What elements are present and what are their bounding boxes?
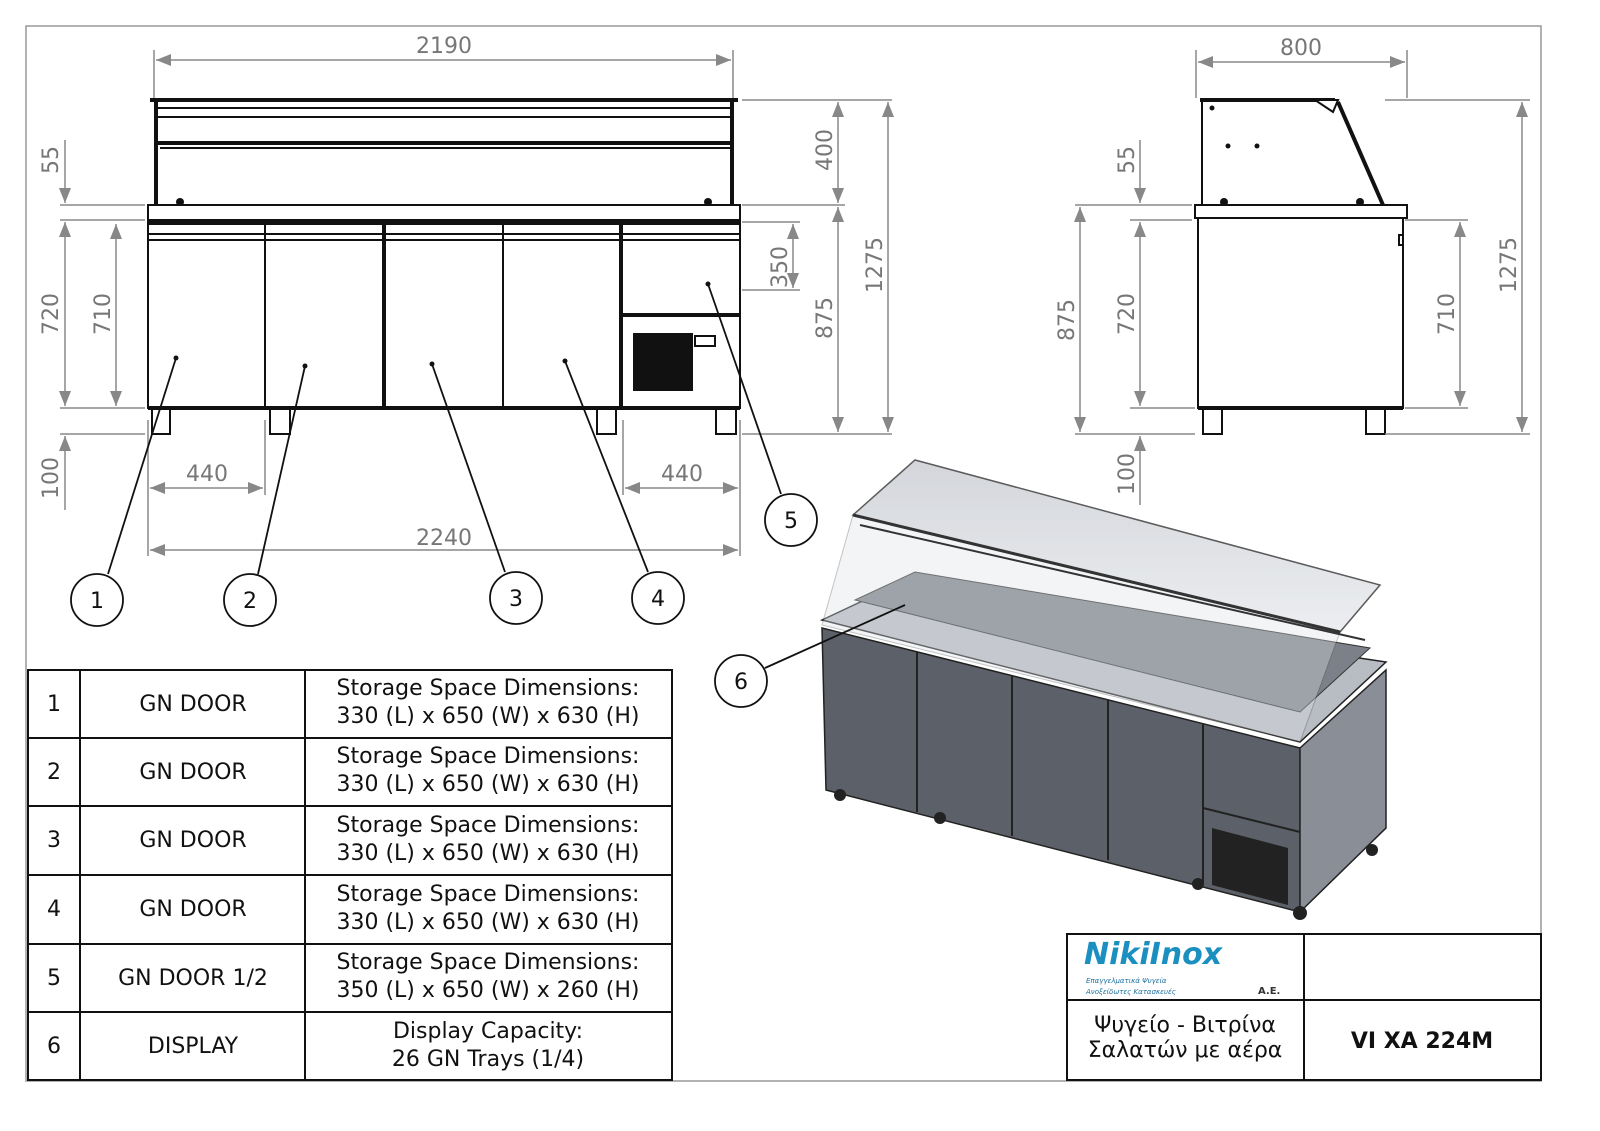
parts_table-5-no: 6 bbox=[47, 1034, 61, 1059]
parts_table-1-name: GN DOOR bbox=[139, 760, 246, 785]
parts_table-0-name: GN DOOR bbox=[139, 692, 246, 717]
callout-6: 6 bbox=[714, 654, 768, 708]
side-dimensions: 800 875 55 720 100 710 1275 bbox=[1055, 36, 1530, 505]
sheet-border bbox=[25, 25, 1542, 1082]
parts_table-2-name: GN DOOR bbox=[139, 828, 246, 853]
parts_table-4-desc_1: Storage Space Dimensions: bbox=[337, 950, 640, 975]
front-view bbox=[147, 98, 741, 435]
parts_table-0-no: 1 bbox=[47, 692, 61, 717]
callout-4: 4 bbox=[631, 571, 685, 625]
callouts-3: 4 bbox=[651, 587, 665, 612]
table-row: 3 GN DOOR Storage Space Dimensions: 330 (L)… bbox=[47, 813, 640, 866]
dim-counter-height: 875 bbox=[813, 297, 838, 339]
side-dim-leg: 100 bbox=[1115, 453, 1140, 495]
parts_table-3-desc_2: 330 (L) x 650 (W) x 630 (H) bbox=[336, 910, 639, 935]
parts_table-1-no: 2 bbox=[47, 760, 61, 785]
callouts-4: 5 bbox=[784, 509, 798, 534]
dim-width-top: 2190 bbox=[416, 34, 472, 59]
table-row: 5 GN DOOR 1/2 Storage Space Dimensions: 350… bbox=[47, 950, 640, 1003]
side-dim-inner: 710 bbox=[1435, 293, 1460, 335]
parts_table-3-name: GN DOOR bbox=[139, 897, 246, 922]
dim-half-door: 350 bbox=[768, 246, 793, 288]
front-dimensions: 2190 2240 440 440 55 720 710 100 400 350… bbox=[39, 34, 894, 556]
callout-2: 2 bbox=[223, 573, 277, 627]
callouts-2: 3 bbox=[509, 587, 523, 612]
dim-inner-height: 710 bbox=[91, 293, 116, 335]
product-description-1: Ψυγείο - Βιτρίνα bbox=[1094, 1013, 1276, 1038]
parts_table-1-desc_1: Storage Space Dimensions: bbox=[337, 744, 640, 769]
side-dim-body: 720 bbox=[1115, 293, 1140, 335]
parts_table-4-desc_2: 350 (L) x 650 (W) x 260 (H) bbox=[336, 978, 639, 1003]
callout-5: 5 bbox=[764, 493, 818, 547]
dim-canopy-height: 400 bbox=[813, 129, 838, 171]
table-row: 1 GN DOOR Storage Space Dimensions: 330 (L)… bbox=[47, 676, 640, 729]
table-row: 4 GN DOOR Storage Space Dimensions: 330 (L)… bbox=[47, 882, 640, 935]
callout-1: 1 bbox=[70, 573, 124, 627]
parts_table-2-desc_1: Storage Space Dimensions: bbox=[337, 813, 640, 838]
side-dim-counter: 875 bbox=[1055, 299, 1080, 341]
parts_table-5-desc_1: Display Capacity: bbox=[393, 1019, 583, 1044]
side-dim-depth: 800 bbox=[1280, 36, 1322, 61]
table-row: 2 GN DOOR Storage Space Dimensions: 330 (L)… bbox=[47, 744, 640, 797]
dim-body-height: 720 bbox=[39, 293, 64, 335]
title_block-logo_tagline_2: Ανοξείδωτες Κατασκευές bbox=[1085, 988, 1176, 996]
callouts-1: 2 bbox=[243, 589, 257, 614]
dim-top-gap: 55 bbox=[39, 146, 64, 174]
parts_table-2-desc_2: 330 (L) x 650 (W) x 630 (H) bbox=[336, 841, 639, 866]
title_block-logo_suffix: A.E. bbox=[1258, 986, 1280, 997]
company-logo: NikiInox A.E. Επαγγελματικά Ψυγεία Ανοξε… bbox=[1084, 937, 1280, 997]
compressor-grille bbox=[633, 333, 693, 391]
callouts-5: 6 bbox=[734, 670, 748, 695]
parts_table-5-desc_2: 26 GN Trays (1/4) bbox=[392, 1047, 584, 1072]
callout-3: 3 bbox=[489, 571, 543, 625]
parts_table-3-desc_1: Storage Space Dimensions: bbox=[337, 882, 640, 907]
side-dim-total: 1275 bbox=[1497, 237, 1522, 293]
dim-right-door: 440 bbox=[661, 462, 703, 487]
callouts-0: 1 bbox=[90, 589, 104, 614]
side-dim-top-gap: 55 bbox=[1115, 146, 1140, 174]
parts-table: 1 GN DOOR Storage Space Dimensions: 330 (L)… bbox=[27, 669, 673, 1081]
parts_table-1-desc_2: 330 (L) x 650 (W) x 630 (H) bbox=[336, 772, 639, 797]
parts_table-0-desc_1: Storage Space Dimensions: bbox=[337, 676, 640, 701]
parts_table-4-no: 5 bbox=[47, 966, 61, 991]
parts_table-3-no: 4 bbox=[47, 897, 61, 922]
title_block-logo_text: NikiInox bbox=[1084, 937, 1224, 972]
product-description-2: Σαλατών με αέρα bbox=[1088, 1038, 1283, 1063]
table-row: 6 DISPLAY Display Capacity: 26 GN Trays (1/… bbox=[47, 1019, 584, 1072]
model-number: VI XA 224M bbox=[1351, 1029, 1493, 1054]
callouts: 1 2 3 4 5 6 bbox=[70, 281, 906, 708]
title_block-logo_tagline_1: Επαγγελματικά Ψυγεία bbox=[1086, 977, 1167, 985]
dim-left-door: 440 bbox=[186, 462, 228, 487]
parts_table-5-name: DISPLAY bbox=[148, 1034, 239, 1059]
parts_table-2-no: 3 bbox=[47, 828, 61, 853]
isometric-view bbox=[819, 459, 1388, 920]
side-view bbox=[1194, 98, 1408, 435]
parts_table-0-desc_2: 330 (L) x 650 (W) x 630 (H) bbox=[336, 704, 639, 729]
title-block: NikiInox A.E. Επαγγελματικά Ψυγεία Ανοξε… bbox=[1066, 933, 1542, 1081]
parts_table-4-name: GN DOOR 1/2 bbox=[118, 966, 268, 991]
dim-total-height: 1275 bbox=[863, 237, 888, 293]
dim-leg-height: 100 bbox=[39, 457, 64, 499]
dim-width-bottom: 2240 bbox=[416, 526, 472, 551]
